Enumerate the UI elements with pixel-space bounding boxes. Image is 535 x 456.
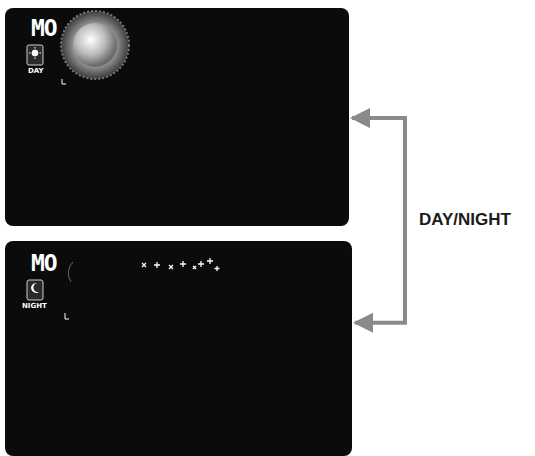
moon-stars-illustration (5, 241, 352, 456)
segment-digits: MO (31, 17, 57, 40)
segment-digits: MO (31, 252, 57, 275)
button-label: DAY/NIGHT (417, 210, 513, 230)
lcd-screen: MO NIGHT (5, 241, 352, 456)
mode-icon-label: DAY (28, 68, 44, 75)
sun-illustration (5, 8, 349, 226)
lcd-screen: MO DAY (5, 8, 349, 226)
toggle-connector (352, 118, 405, 323)
mode-icon-label: NIGHT (22, 303, 47, 310)
